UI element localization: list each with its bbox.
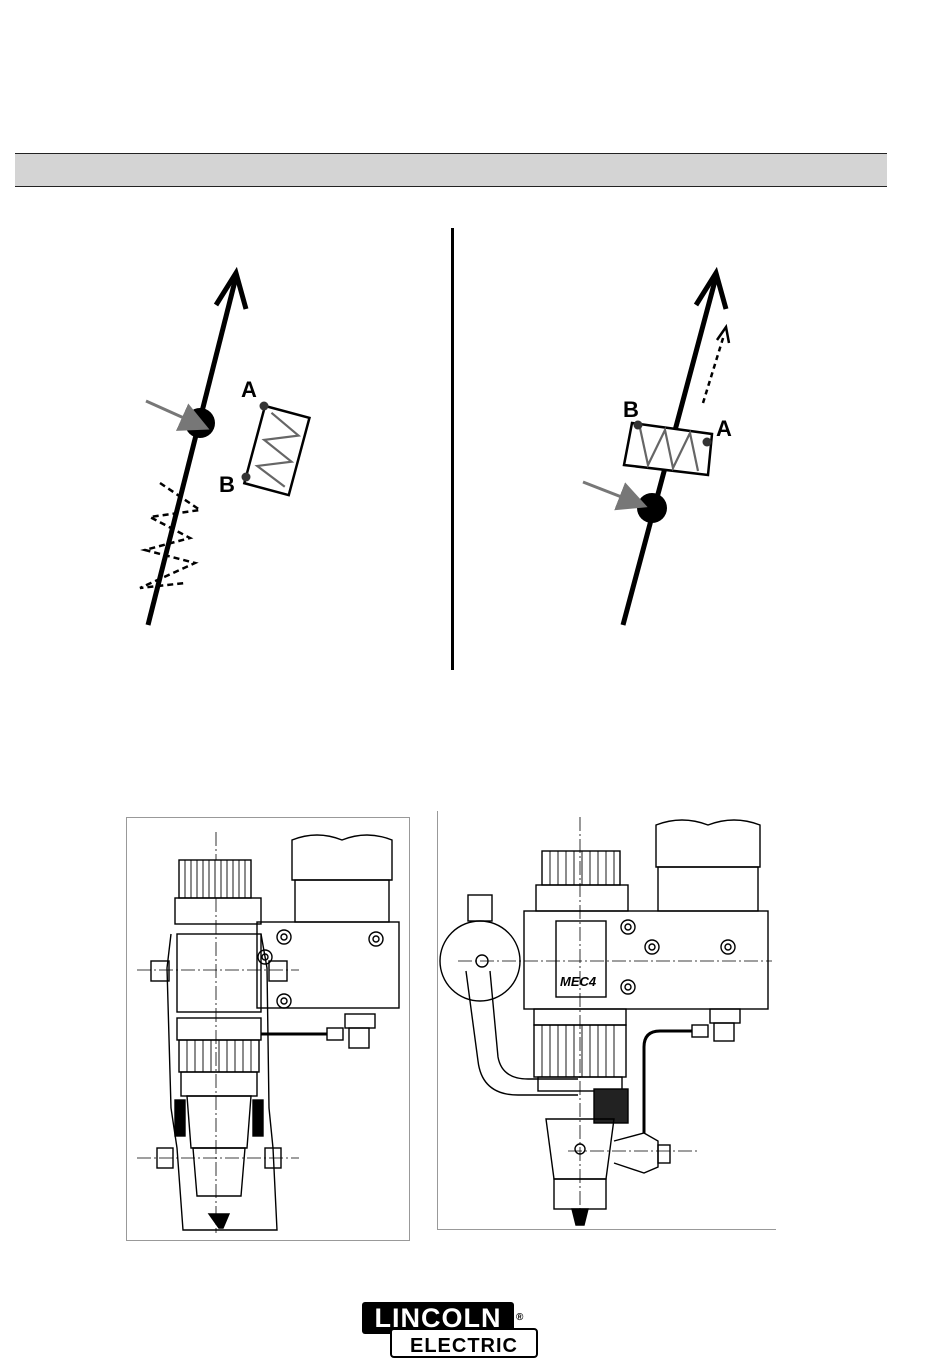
logo-registered-mark: ® <box>516 1312 523 1323</box>
right-label-b: B <box>623 397 639 422</box>
left-point-b <box>242 473 251 482</box>
left-point-a <box>260 402 269 411</box>
right-point-a <box>703 438 712 447</box>
left-label-a: A <box>241 377 257 402</box>
lincoln-electric-logo: LINCOLN ELECTRIC ® <box>362 1302 542 1362</box>
panel-divider <box>451 228 454 670</box>
right-force-arrow <box>583 482 642 505</box>
left-trajectory-line <box>148 277 236 625</box>
section-header-bar <box>15 153 887 187</box>
right-label-a: A <box>716 416 732 441</box>
left-pivot-point <box>185 408 215 438</box>
left-label-b: B <box>219 472 235 497</box>
logo-line-2: ELECTRIC <box>390 1328 538 1358</box>
left-panel: A B <box>140 273 309 625</box>
right-spring-box <box>624 423 712 475</box>
spring-diagram: A B B A <box>0 225 950 675</box>
right-pivot-point <box>637 493 667 523</box>
left-spring-box <box>244 406 309 495</box>
torch-holder-drawing-left <box>126 817 410 1241</box>
right-panel: B A <box>583 273 732 625</box>
right-dashed-motion-arrow <box>703 335 724 403</box>
mec4-plate-label: MEC4 <box>560 974 597 989</box>
torch-holder-drawing-right: MEC4 <box>437 811 776 1230</box>
